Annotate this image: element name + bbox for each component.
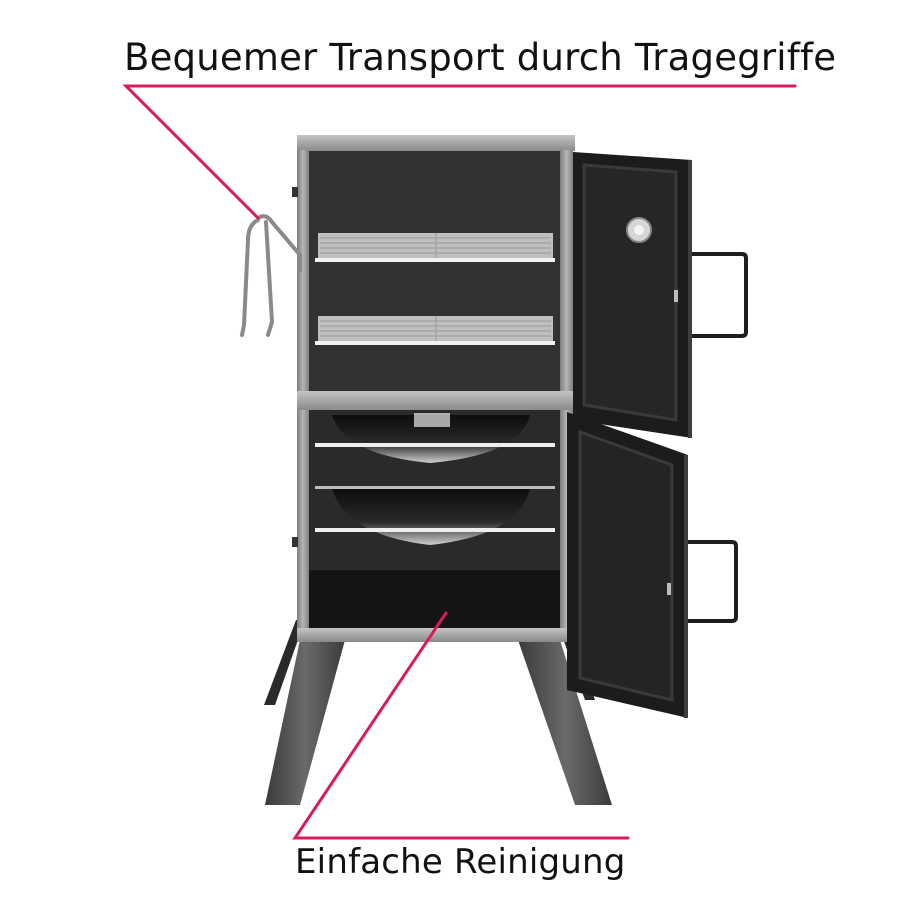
bottom-annotation-label: Einfache Reinigung [295,842,626,882]
cleaning-compartment [306,570,562,630]
upper-door [573,152,748,438]
lower-door-handle [688,540,738,623]
front-right-leg [518,640,612,805]
bottom-annotation-line [292,611,630,840]
lower-door [567,412,738,718]
annotation-lines [122,84,797,840]
top-cap [297,135,575,151]
front-left-leg [265,640,345,805]
water-bowl [315,413,555,463]
grill-racks [315,233,555,345]
carrying-handle-tongs [240,214,302,337]
grill-rack-2 [315,316,555,345]
upper-door-handle [692,252,748,338]
grill-rack-1 [315,233,555,262]
back-left-leg [264,620,305,705]
middle-divider [297,391,573,410]
top-annotation-label: Bequemer Transport durch Tragegriffe [124,36,837,79]
bowls [315,413,555,545]
top-annotation-line [122,84,797,220]
bottom-rail [297,628,573,642]
legs [264,620,612,805]
cabinet [292,135,575,642]
wood-chip-bowl [315,486,555,545]
